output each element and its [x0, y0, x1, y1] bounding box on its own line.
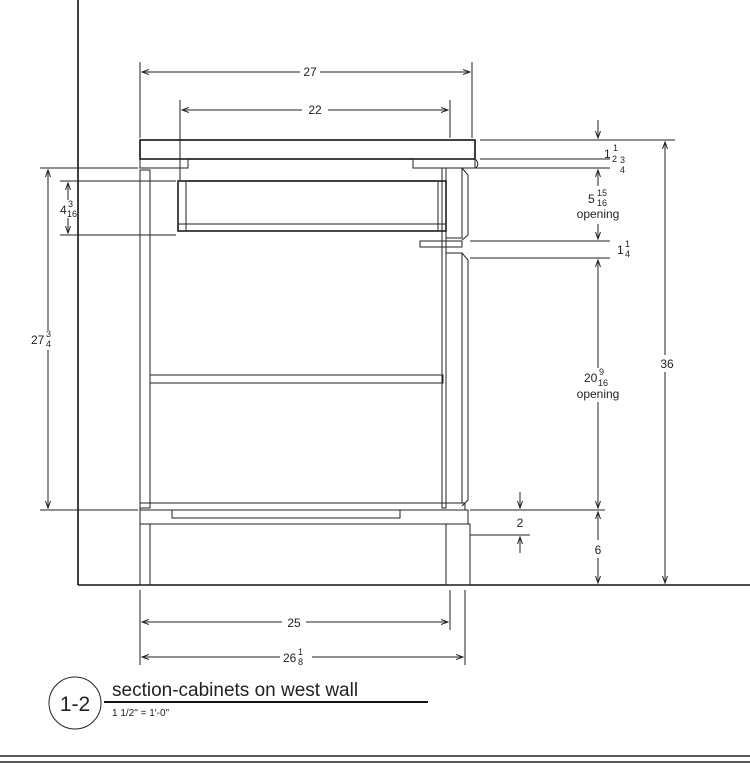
dimension-lines — [48, 72, 665, 657]
toe-kick — [445, 523, 471, 586]
drawing-number: 1-2 — [60, 693, 90, 716]
drawing-scale: 1 1/2" = 1'-0" — [112, 708, 170, 719]
svg-text:16: 16 — [67, 209, 77, 219]
dim-36: 36 — [660, 357, 674, 371]
left-leg — [139, 523, 151, 586]
svg-text:3: 3 — [620, 155, 625, 165]
drawing-title: section-cabinets on west wall — [112, 680, 358, 701]
dim-countertop-thickness: 1 1 2 — [604, 143, 618, 164]
dim-overall-depth: 26 1 8 — [283, 647, 303, 667]
svg-text:1: 1 — [625, 239, 630, 249]
svg-text:27: 27 — [31, 333, 45, 347]
dim-2: 2 — [517, 516, 524, 530]
dim-6: 6 — [595, 543, 602, 557]
dim-27: 27 — [303, 65, 317, 79]
svg-text:3: 3 — [68, 199, 73, 209]
svg-text:1: 1 — [298, 647, 303, 657]
svg-text:1: 1 — [617, 243, 624, 257]
dim-box-height: 27 3 4 — [31, 329, 51, 349]
shelf — [149, 374, 444, 384]
svg-text:8: 8 — [298, 657, 303, 667]
svg-text:opening: opening — [577, 387, 620, 401]
dim-top-rail: 3 4 — [620, 155, 625, 175]
svg-text:1: 1 — [613, 143, 618, 153]
svg-text:3: 3 — [46, 329, 51, 339]
dim-25: 25 — [287, 616, 301, 630]
extension-lines — [40, 62, 675, 665]
dim-drawer-height: 4 3 16 — [60, 199, 77, 219]
svg-text:opening: opening — [577, 207, 620, 221]
svg-text:4: 4 — [625, 249, 630, 259]
svg-text:1: 1 — [604, 147, 611, 161]
svg-text:4: 4 — [60, 203, 67, 217]
countertop — [139, 139, 479, 169]
cabinet-bottom — [139, 502, 469, 525]
svg-text:4: 4 — [620, 165, 625, 175]
svg-text:4: 4 — [46, 339, 51, 349]
drawer-box — [177, 180, 447, 232]
svg-text:16: 16 — [598, 378, 608, 388]
dim-mid-rail: 1 1 4 — [617, 239, 630, 259]
dim-door-opening: 20 9 16 opening — [577, 367, 620, 401]
face-frame — [419, 167, 469, 509]
svg-text:20: 20 — [584, 371, 598, 385]
dim-drawer-opening: 5 15 16 opening — [577, 188, 620, 221]
svg-text:5: 5 — [588, 192, 595, 206]
svg-text:2: 2 — [612, 154, 617, 164]
title-block: 1-2 section-cabinets on west wall 1 1/2"… — [48, 676, 428, 730]
side-panel — [139, 169, 151, 509]
svg-text:9: 9 — [599, 367, 604, 377]
svg-text:15: 15 — [597, 188, 607, 198]
svg-text:16: 16 — [597, 198, 607, 208]
dim-22: 22 — [308, 103, 322, 117]
svg-text:26: 26 — [283, 651, 297, 665]
